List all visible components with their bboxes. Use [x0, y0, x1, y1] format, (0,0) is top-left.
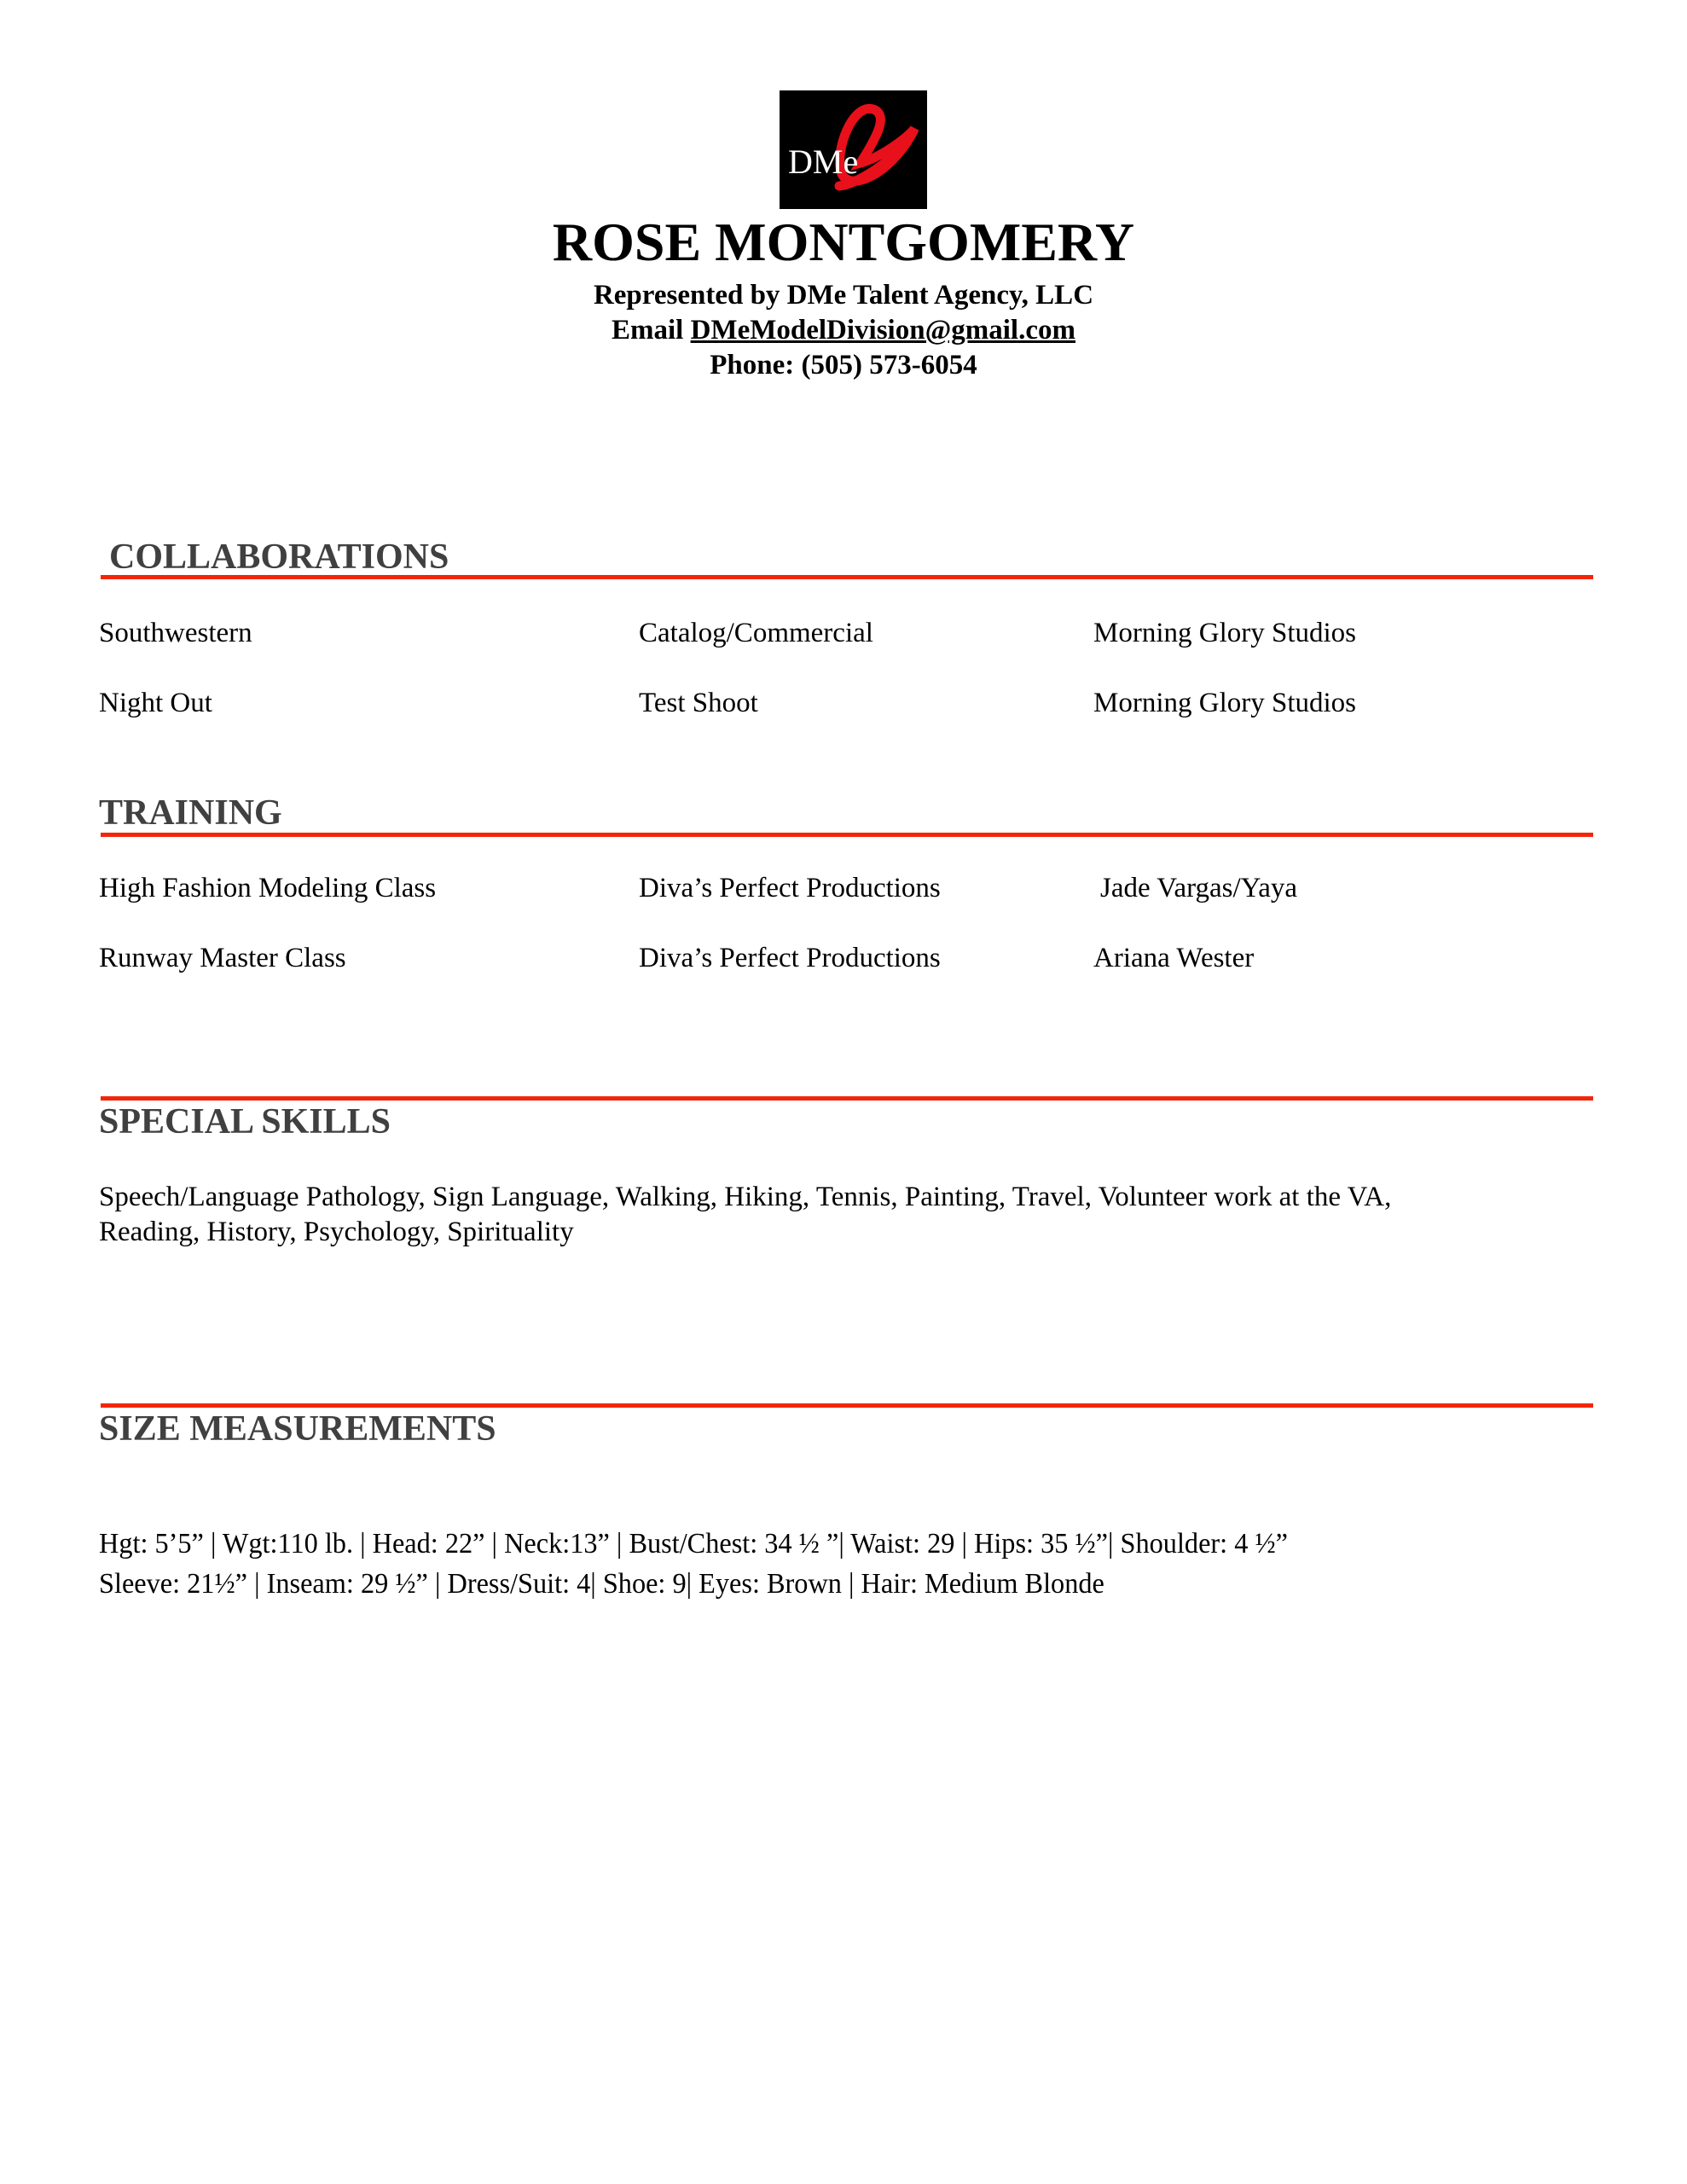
training-cell: Runway Master Class: [99, 943, 346, 973]
section-divider: [101, 575, 1593, 579]
skills-line: Reading, History, Psychology, Spirituali…: [99, 1217, 574, 1247]
section-divider: [101, 833, 1593, 837]
page-title: ROSE MONTGOMERY: [552, 212, 1135, 272]
collab-cell: Test Shoot: [639, 688, 758, 718]
representation: Represented by DMe Talent Agency, LLC: [593, 280, 1094, 311]
training-cell: Diva’s Perfect Productions: [639, 873, 941, 903]
logo-text: DMe: [788, 142, 859, 181]
collab-cell: Southwestern: [99, 618, 252, 648]
section-divider: [101, 1096, 1593, 1101]
email-line: Email DMeModelDivision@gmail.com: [0, 317, 1687, 345]
section-divider: [101, 1403, 1593, 1408]
collab-cell: Morning Glory Studios: [1093, 618, 1357, 648]
logo-swirl-icon: [834, 104, 919, 191]
section-heading-special-skills: SPECIAL SKILLS: [99, 1102, 391, 1141]
measurements-line: Hgt: 5’5” | Wgt:110 lb. | Head: 22” | Ne…: [99, 1528, 1289, 1560]
skills-line: Speech/Language Pathology, Sign Language…: [99, 1182, 1392, 1212]
training-cell: Ariana Wester: [1093, 943, 1255, 973]
section-heading-size-measurements: SIZE MEASUREMENTS: [99, 1409, 496, 1449]
agency-logo: DMe: [780, 90, 927, 209]
collab-cell: Night Out: [99, 688, 212, 718]
section-heading-collaborations: COLLABORATIONS: [109, 537, 449, 577]
training-cell: Jade Vargas/Yaya: [1100, 873, 1297, 903]
training-cell: Diva’s Perfect Productions: [639, 943, 941, 973]
measurements-line: Sleeve: 21½” | Inseam: 29 ½” | Dress/Sui…: [99, 1568, 1104, 1600]
phone: Phone: (505) 573-6054: [710, 350, 977, 380]
section-heading-training: TRAINING: [99, 793, 282, 833]
collab-cell: Morning Glory Studios: [1093, 688, 1357, 718]
training-cell: High Fashion Modeling Class: [99, 873, 437, 903]
email-link[interactable]: DMeModelDivision@gmail.com: [690, 315, 1075, 346]
collab-cell: Catalog/Commercial: [639, 618, 873, 648]
email-label: Email: [612, 315, 684, 346]
